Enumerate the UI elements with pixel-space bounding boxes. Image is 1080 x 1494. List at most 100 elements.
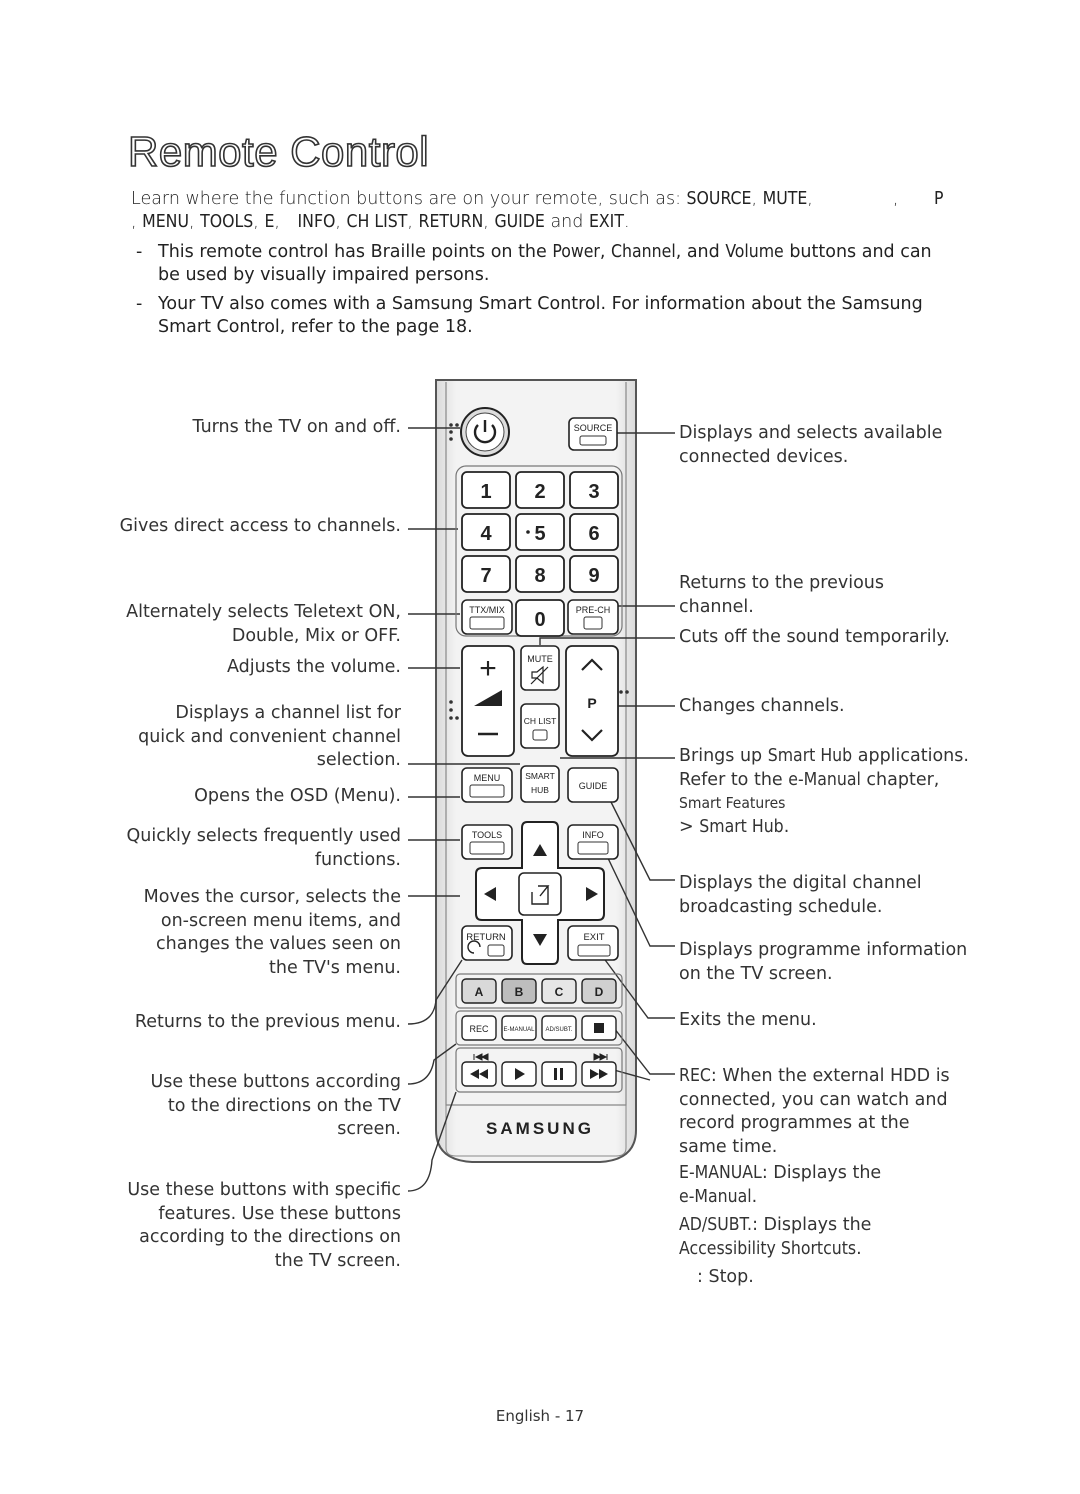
left-callout-lines — [407, 427, 520, 1192]
skip-back-icon — [473, 1053, 489, 1061]
digit-button-0[interactable]: 0 — [515, 599, 565, 637]
fast-forward-icon — [590, 1069, 608, 1079]
source-button[interactable]: SOURCE — [568, 417, 618, 451]
digit-button-4[interactable]: 4 — [461, 513, 511, 551]
exit-button[interactable]: EXIT — [567, 925, 619, 961]
volume-up-icon: + — [479, 652, 497, 685]
callout-e-manual: E-MANUAL: Displays the e-Manual. — [679, 1163, 882, 1207]
digit-button-5[interactable]: 5 — [515, 513, 565, 551]
intro-paragraph: Learn where the function buttons are on … — [131, 189, 944, 232]
rec-button[interactable]: REC — [461, 1015, 497, 1041]
digit-label: 4 — [480, 523, 492, 545]
play-icon — [515, 1068, 525, 1080]
color-button-b[interactable]: B — [501, 978, 537, 1004]
channel-up-icon — [581, 658, 603, 671]
callout-mute: Cuts off the sound temporarily. — [679, 627, 950, 647]
ch-list-button[interactable]: CH LIST — [520, 703, 560, 749]
stop-button[interactable] — [581, 1015, 617, 1041]
pause-icon — [554, 1068, 557, 1080]
callout-ch-list: Displays a channel list for quick and co… — [138, 703, 401, 770]
left-arrow-icon — [484, 887, 496, 901]
note-smart-control: -Your TV also comes with a Samsung Smart… — [136, 294, 923, 337]
braille-points — [449, 423, 629, 720]
mute-label: MUTE — [527, 654, 553, 664]
digit-label: 0 — [534, 609, 545, 631]
color-button-label: D — [595, 985, 604, 999]
channel-down-icon — [581, 729, 603, 742]
playback-row-frame — [455, 1047, 623, 1093]
callout-source: Displays and selects available connected… — [679, 423, 943, 467]
power-button[interactable] — [460, 407, 510, 457]
pause-button[interactable] — [541, 1061, 577, 1087]
color-buttons[interactable]: A B C D — [461, 978, 617, 1004]
ad-subt-label: AD/SUBT. — [545, 1027, 572, 1033]
menu-label: MENU — [474, 773, 501, 783]
right-callout-lines — [539, 432, 675, 1081]
fast-forward-button[interactable] — [581, 1061, 617, 1087]
smart-label: SMART — [525, 771, 555, 781]
digit-button-8[interactable]: 8 — [515, 555, 565, 593]
color-buttons-frame — [455, 973, 623, 1009]
digit-button-6[interactable]: 6 — [569, 513, 619, 551]
ad-subt-button[interactable]: AD/SUBT. — [541, 1015, 577, 1041]
callout-number-buttons: Gives direct access to channels. — [119, 516, 401, 536]
color-button-a[interactable]: A — [461, 978, 497, 1004]
rewind-button[interactable] — [461, 1061, 497, 1087]
callout-tools: Quickly selects frequently used function… — [126, 826, 401, 870]
e-manual-button[interactable]: E-MANUAL — [501, 1015, 537, 1041]
color-button-d[interactable]: D — [581, 978, 617, 1004]
rec-label: REC — [469, 1024, 489, 1034]
play-button[interactable] — [501, 1061, 537, 1087]
callout-color-buttons: Use these buttons according to the direc… — [150, 1072, 401, 1139]
digit-label: 3 — [588, 481, 599, 503]
smart-hub-button[interactable]: SMART HUB — [520, 765, 560, 803]
rewind-icon — [470, 1069, 488, 1079]
ch-list-label: CH LIST — [524, 716, 557, 726]
menu-button[interactable]: MENU — [461, 767, 513, 803]
digit-button-2[interactable]: 2 — [515, 471, 565, 509]
volume-rocker[interactable]: + — [461, 645, 515, 757]
color-button-c[interactable]: C — [541, 978, 577, 1004]
tools-button[interactable]: TOOLS — [461, 824, 513, 860]
exit-label: EXIT — [583, 932, 604, 943]
digit-button-1[interactable]: 1 — [461, 471, 511, 509]
navigation-pad[interactable] — [475, 821, 605, 965]
digit-label: 5 — [534, 523, 545, 545]
skip-forward-icon — [593, 1053, 608, 1061]
digit-button-3[interactable]: 3 — [569, 471, 619, 509]
callout-menu: Opens the OSD (Menu). — [194, 786, 401, 806]
callout-channel: Changes channels. — [679, 696, 845, 716]
return-button[interactable]: RETURN — [461, 925, 513, 961]
callout-feature-buttons: Use these buttons with specific features… — [127, 1180, 401, 1271]
ttx-mix-label: TTX/MIX — [469, 605, 505, 615]
channel-rocker[interactable]: P — [565, 645, 619, 757]
hub-label: HUB — [531, 785, 549, 795]
info-button[interactable]: INFO — [567, 824, 619, 860]
color-button-label: A — [475, 985, 484, 999]
color-button-label: C — [555, 985, 564, 999]
callout-smart-hub: Brings up Smart Hub applications. Refer … — [679, 746, 969, 837]
tools-label: TOOLS — [472, 830, 502, 840]
guide-button[interactable]: GUIDE — [567, 767, 619, 803]
callout-stop: : Stop. — [697, 1267, 754, 1287]
color-button-label: B — [515, 985, 524, 999]
callout-info: Displays programme information on the TV… — [679, 940, 968, 984]
ttx-mix-button[interactable]: TTX/MIX — [461, 599, 513, 635]
digit-label: 9 — [588, 565, 599, 587]
digit-button-7[interactable]: 7 — [461, 555, 511, 593]
digit-button-9[interactable]: 9 — [569, 555, 619, 593]
enter-button[interactable] — [518, 872, 562, 916]
callout-guide: Displays the digital channel broadcastin… — [679, 873, 922, 917]
callout-ad-subt: AD/SUBT.: Displays the Accessibility Sho… — [679, 1215, 872, 1259]
pre-ch-button[interactable]: PRE-CH — [567, 599, 619, 635]
mute-icon — [531, 665, 544, 685]
mute-button[interactable]: MUTE — [520, 645, 560, 691]
down-arrow-icon — [533, 934, 547, 946]
page-footer: English - 17 — [495, 1407, 585, 1425]
callout-volume: Adjusts the volume. — [226, 657, 401, 677]
pre-ch-label: PRE-CH — [576, 605, 611, 615]
volume-icon — [474, 690, 502, 706]
stop-icon — [594, 1023, 604, 1033]
